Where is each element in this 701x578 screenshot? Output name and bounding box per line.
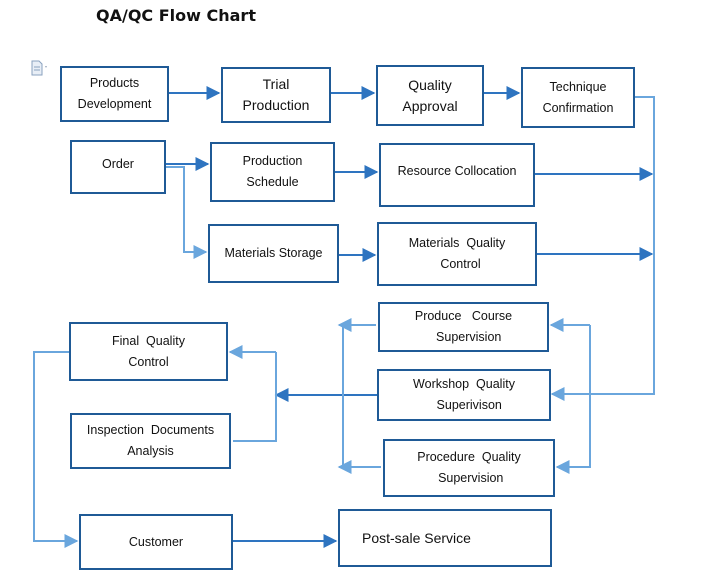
materials-quality-control-box: Materials Quality Control [377,222,537,286]
workshop-quality-supervision-box: Workshop Quality Superivison [377,369,551,421]
connector-rail-to-produce-course [555,325,591,474]
final-quality-control-box: Final Quality Control [69,322,228,381]
connector-technique-rail [550,96,655,401]
document-icon [31,60,47,76]
post-sale-service-box: Post-sale Service [338,509,552,567]
resource-collocation-box: Resource Collocation [379,143,535,207]
technique-confirmation-box: Technique Confirmation [521,67,635,128]
page-title: QA/QC Flow Chart [96,6,256,25]
materials-storage-box: Materials Storage [208,224,339,283]
connector-order-to-storage [166,166,208,259]
quality-approval-box: Quality Approval [376,65,484,126]
order-box: Order [70,140,166,194]
trial-production-box: Trial Production [221,67,331,123]
connector-final-qc-bracket [233,352,277,442]
customer-box: Customer [79,514,233,570]
inspection-documents-analysis-box: Inspection Documents Analysis [70,413,231,469]
procedure-quality-supervision-box: Procedure Quality Supervision [383,439,555,497]
production-schedule-box: Production Schedule [210,142,335,202]
produce-course-supervision-box: Produce Course Supervision [378,302,549,352]
connector-final-qc-to-customer [33,351,79,548]
products-development-box: Products Development [60,66,169,122]
